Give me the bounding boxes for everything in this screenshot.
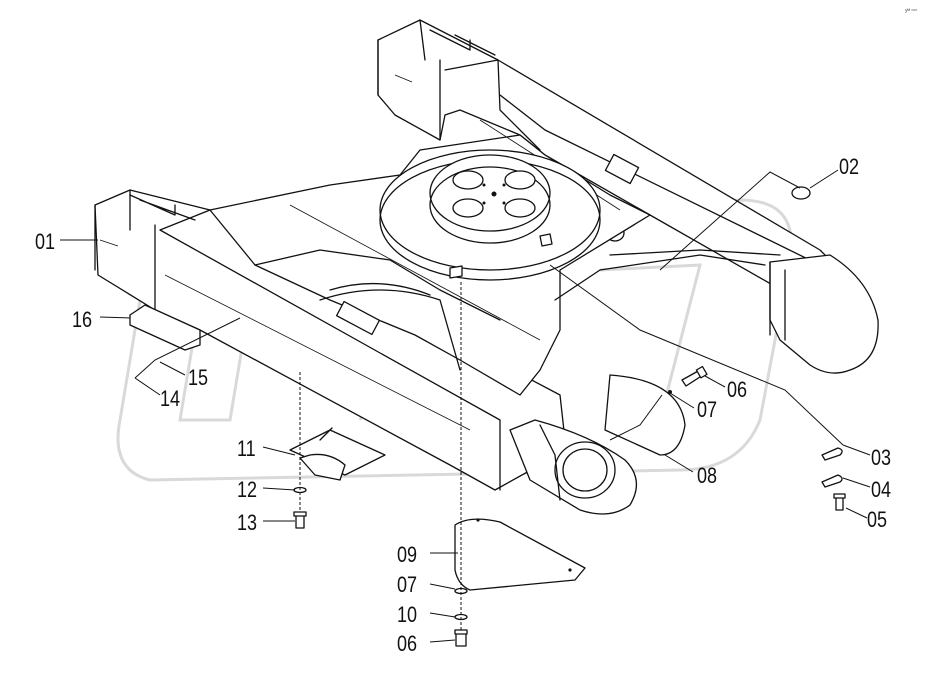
label-08: 08 [697,464,717,488]
label-15: 15 [188,366,208,390]
label-09: 09 [397,543,417,567]
label-12: 12 [237,478,257,502]
label-16: 16 [72,308,92,332]
pins-03-04-05 [821,447,846,511]
label-06-right: 06 [727,378,747,402]
label-03: 03 [871,446,891,470]
label-01: 01 [35,230,55,254]
label-07-right: 07 [697,398,717,422]
lower-frame-assembly [94,19,879,515]
part-labels: 01 02 03 04 05 06 07 08 09 07 10 06 11 1… [35,155,891,656]
label-04: 04 [871,478,891,502]
bracket-16 [129,304,201,351]
label-11: 11 [237,437,256,461]
shim-plate-09 [454,518,586,591]
label-10: 10 [397,603,417,627]
corner-mark: yᴹ ᵒᵒᵒ [905,8,917,14]
leader-lines [60,169,871,643]
label-14: 14 [160,387,180,411]
bolt-06-right [681,365,708,387]
label-13: 13 [237,511,257,535]
label-07-center: 07 [397,573,417,597]
cover-plate-08 [604,374,686,456]
label-05: 05 [867,508,887,532]
label-06-center: 06 [397,632,417,656]
label-02: 02 [839,155,859,179]
track-guard-11 [289,427,386,481]
o-ring-02 [791,186,811,200]
